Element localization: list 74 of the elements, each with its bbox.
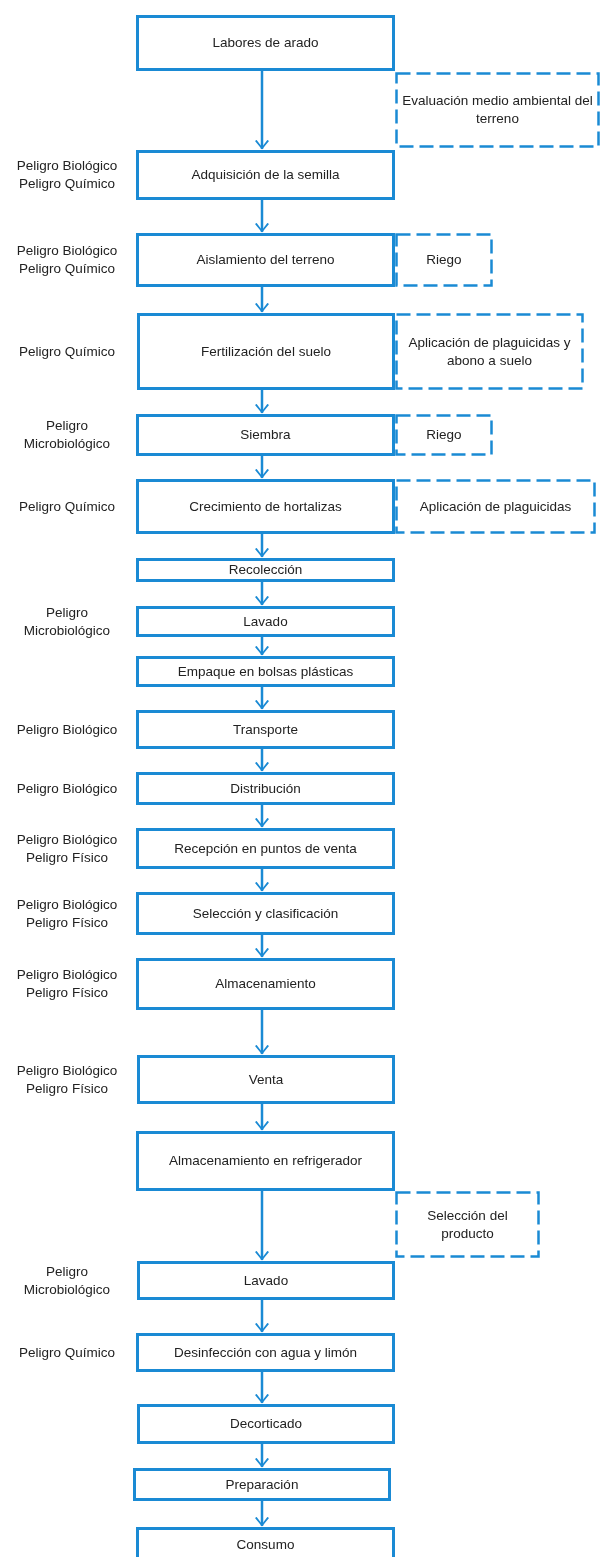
- hazard-label: Peligro Físico: [26, 848, 108, 867]
- step-label: Recolección: [228, 561, 303, 579]
- hazard-label: Peligro Microbiológico: [22, 603, 112, 640]
- hazard-label: Peligro Físico: [26, 1079, 108, 1098]
- step-label: Venta: [248, 1070, 284, 1089]
- process-box: [136, 1131, 395, 1191]
- step-label: Crecimiento de hortalizas: [189, 497, 342, 516]
- step-label: Adquisición de la semilla: [191, 166, 340, 184]
- process-box: [136, 828, 395, 869]
- step-label: Lavado: [243, 1271, 289, 1290]
- step-label: Aplicación de plaguicidas: [419, 497, 572, 516]
- step-label: Almacenamiento en refrigerador: [169, 1152, 362, 1170]
- process-box: [136, 233, 395, 287]
- step-label: Selección y clasificación: [192, 904, 339, 923]
- step-label: Lavado: [243, 612, 288, 631]
- process-box: [136, 772, 395, 805]
- process-box: [136, 414, 395, 456]
- process-box: [136, 150, 395, 200]
- step-label: Aislamiento del terreno: [196, 251, 335, 269]
- hazard-label: Peligro Biológico: [16, 242, 118, 260]
- process-box: [136, 656, 395, 687]
- hazard-label: Peligro Biológico: [16, 779, 118, 798]
- process-box: [133, 1468, 391, 1501]
- process-box: [137, 313, 395, 390]
- hazard-label: Peligro Químico: [18, 342, 115, 361]
- process-box: [136, 1527, 395, 1557]
- hazard-label: Peligro Físico: [26, 913, 108, 932]
- process-box: [136, 958, 395, 1010]
- step-label: Consumo: [236, 1536, 295, 1554]
- hazard-label: Peligro Microbiológico: [22, 417, 112, 453]
- hazard-label: Peligro Químico: [18, 175, 115, 193]
- hazard-label: Peligro Biológico: [16, 157, 118, 175]
- step-label: Selección del producto: [426, 1206, 509, 1243]
- hazard-label: Peligro Biológico: [16, 895, 118, 914]
- step-label: Recepción en puntos de venta: [174, 839, 357, 858]
- dashed-box: [395, 233, 493, 287]
- step-label: Riego: [426, 426, 462, 444]
- step-label: Decorticado: [229, 1415, 302, 1433]
- dashed-box: [395, 313, 584, 390]
- process-box: [136, 1333, 395, 1372]
- step-label: Fertilización del suelo: [201, 342, 331, 361]
- hazard-label: Peligro Físico: [26, 984, 108, 1002]
- hazard-label: Peligro Químico: [18, 1343, 115, 1362]
- hazard-label: Peligro Químico: [18, 260, 115, 278]
- process-box: [136, 558, 395, 582]
- hazard-label: Peligro Biológico: [16, 720, 118, 739]
- hazard-label: Peligro Microbiológico: [22, 1262, 112, 1299]
- hazard-label: Peligro Biológico: [16, 1061, 118, 1080]
- process-box: [136, 15, 395, 71]
- process-box: [136, 606, 395, 637]
- step-label: Empaque en bolsas plásticas: [177, 662, 354, 681]
- hazard-label: Peligro Químico: [18, 497, 115, 516]
- step-label: Transporte: [233, 720, 298, 739]
- process-box: [136, 892, 395, 935]
- process-box: [137, 1404, 395, 1444]
- step-label: Desinfección con agua y limón: [173, 1343, 358, 1362]
- step-label: Riego: [426, 251, 462, 269]
- hazard-label: Peligro Biológico: [16, 830, 118, 849]
- step-label: Labores de arado: [212, 34, 319, 52]
- dashed-box: [395, 1191, 540, 1258]
- step-label: Distribución: [230, 779, 301, 798]
- step-label: Aplicación de plaguicidas y abono a suelo: [407, 333, 572, 370]
- dashed-box: [395, 72, 600, 148]
- hazard-label: Peligro Biológico: [16, 966, 118, 984]
- step-label: Siembra: [240, 426, 291, 444]
- process-box: [137, 1261, 395, 1300]
- process-box: [136, 479, 395, 534]
- step-label: Preparación: [225, 1475, 299, 1494]
- step-label: Evaluación medio ambiental del terreno: [401, 92, 594, 128]
- dashed-box: [395, 414, 493, 456]
- dashed-box: [395, 479, 596, 534]
- process-box: [137, 1055, 395, 1104]
- step-label: Almacenamiento: [215, 975, 316, 993]
- process-box: [136, 710, 395, 749]
